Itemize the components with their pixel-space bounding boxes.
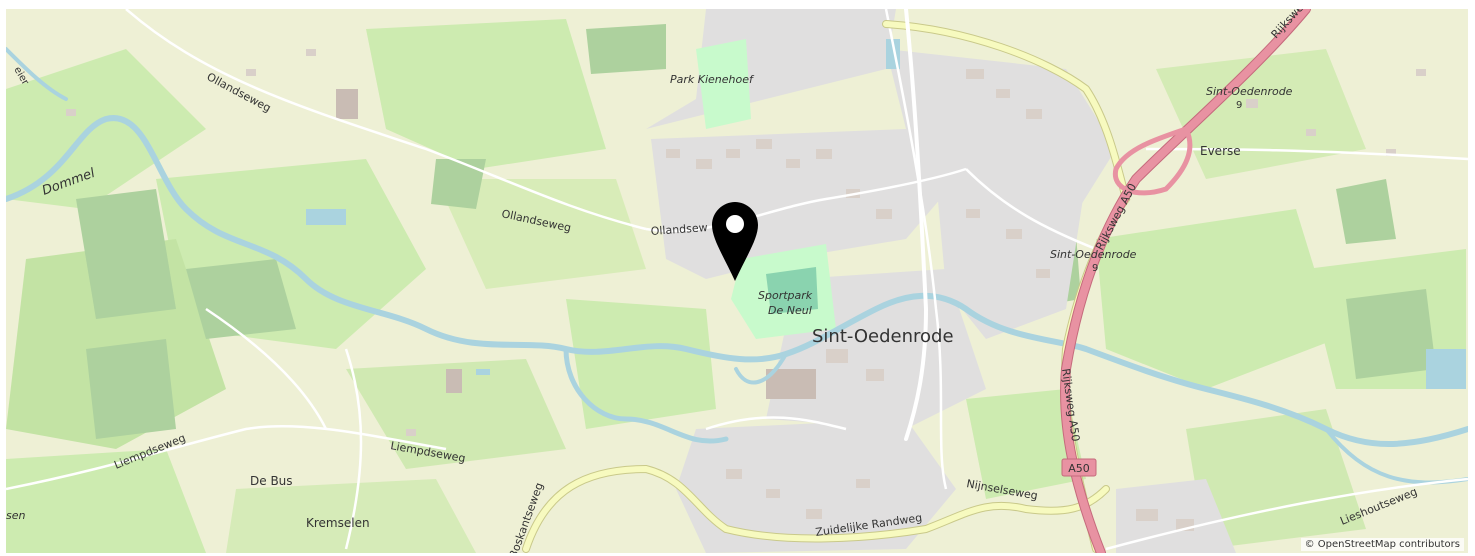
exit-label-top-name: Sint-Oedenrode [1206,85,1293,98]
exit-label-mid-number: 9 [1092,263,1098,274]
village-label-everse: Everse [1200,144,1241,158]
map-attribution[interactable]: © OpenStreetMap contributors [1300,538,1464,551]
ponds [306,39,1466,389]
map-canvas[interactable]: A50 Sint-Oedenrode Everse De Bus Kremsel… [6,9,1468,553]
minor-roads [6,9,1468,551]
town-label-sint-oedenrode: Sint-Oedenrode [812,326,954,347]
exit-label-mid-name: Sint-Oedenrode [1050,248,1137,261]
park-label-kienehoef: Park Kienehoef [670,73,755,86]
parks [696,39,836,339]
park-label-sportpark: Sportpark [758,289,813,302]
location-marker-pin[interactable] [712,202,758,281]
road-label-ollandseweg-3: Ollandsew [650,221,708,238]
motorway-a50 [1060,9,1311,553]
map-svg: A50 Sint-Oedenrode Everse De Bus Kremsel… [6,9,1468,553]
hamlet-label-kremselen: Kremselen [306,516,370,530]
a50-shield-label: A50 [1068,462,1090,475]
label-left-edge-fragment: sen [6,509,25,522]
buildings [66,49,1426,531]
marker-center-dot [726,215,744,233]
exit-label-top-number: 9 [1236,100,1242,111]
a50-shield: A50 [1061,458,1097,477]
park-label-de-neul: De Neul [768,304,812,317]
hamlet-label-de-bus: De Bus [250,474,293,488]
